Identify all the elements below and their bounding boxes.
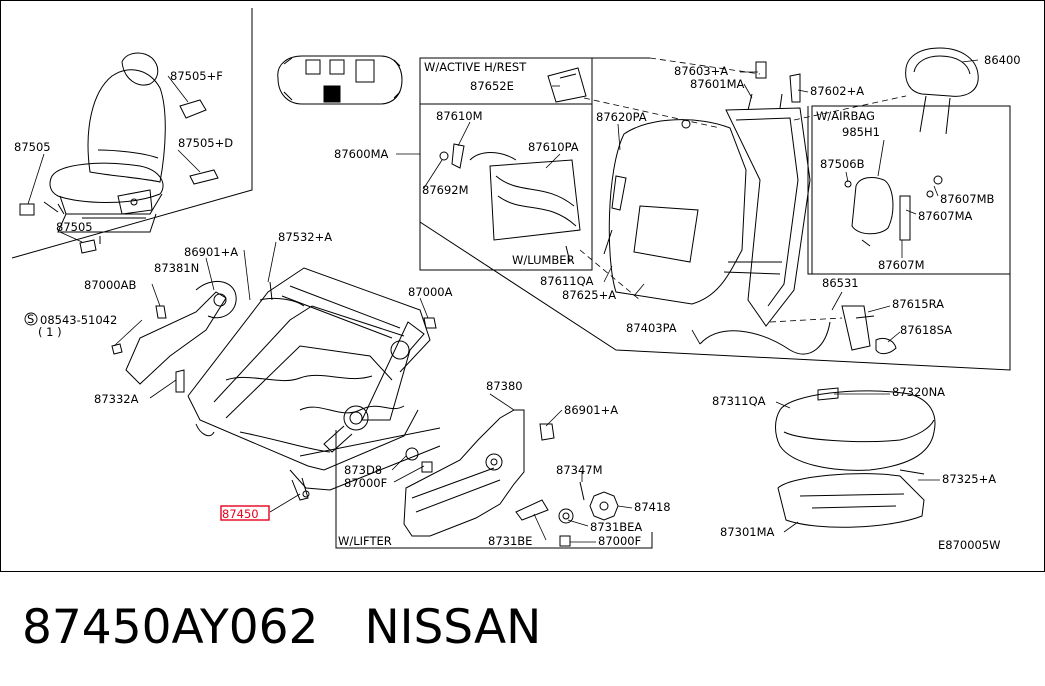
backrest-pad bbox=[603, 119, 747, 305]
label-87601MA: 87601MA bbox=[690, 77, 745, 91]
seat-cushion bbox=[775, 387, 936, 528]
label-873D8: 873D8 bbox=[344, 463, 382, 477]
label-87615RA: 87615RA bbox=[892, 297, 944, 311]
label-quantity: ( 1 ) bbox=[38, 325, 62, 339]
label-87000F-lower: 87000F bbox=[598, 534, 641, 548]
exploded-seat-diagram: 87505+F 87505 87505+D 87505 86901+A 8753… bbox=[0, 0, 1045, 572]
label-87000AB: 87000AB bbox=[84, 278, 136, 292]
label-87610M: 87610M bbox=[436, 109, 483, 123]
label-with-active-headrest: W/ACTIVE H/REST bbox=[424, 60, 527, 74]
part-number: 87450AY062 bbox=[22, 600, 319, 655]
screw-symbol-icon bbox=[24, 312, 38, 326]
vehicle-location-inset bbox=[277, 55, 403, 105]
lifter-side-cover bbox=[403, 409, 619, 547]
guide-lines bbox=[579, 57, 907, 323]
backrest-boxes bbox=[419, 57, 1011, 371]
label-87602A: 87602+A bbox=[810, 84, 864, 98]
label-87347M: 87347M bbox=[556, 463, 603, 477]
label-87000A: 87000A bbox=[408, 285, 453, 299]
label-87692M: 87692M bbox=[422, 183, 469, 197]
label-with-airbag: W/AIRBAG bbox=[816, 109, 875, 123]
brand-name: NISSAN bbox=[364, 600, 542, 655]
label-87332A: 87332A bbox=[94, 392, 139, 406]
label-08543-51042: 08543-51042 bbox=[40, 313, 117, 327]
label-8731BEA: 8731BEA bbox=[590, 520, 642, 534]
label-87607MB: 87607MB bbox=[940, 192, 995, 206]
seat-assembly-inset bbox=[11, 8, 253, 259]
active-headrest-part bbox=[547, 67, 587, 103]
label-87607M: 87607M bbox=[878, 258, 925, 272]
label-with-lifter: W/LIFTER bbox=[338, 534, 392, 548]
label-87505: 87505 bbox=[14, 140, 51, 154]
label-87325A: 87325+A bbox=[942, 472, 996, 486]
label-87620PA: 87620PA bbox=[596, 110, 647, 124]
label-87618SA: 87618SA bbox=[900, 323, 952, 337]
label-with-lumber: W/LUMBER bbox=[512, 253, 575, 267]
label-87652E: 87652E bbox=[470, 79, 514, 93]
label-86901A-right: 86901+A bbox=[564, 403, 618, 417]
label-87403PA: 87403PA bbox=[626, 321, 677, 335]
diagram-border bbox=[0, 0, 1045, 572]
parts-diagram: 87505+F 87505 87505+D 87505 86901+A 8753… bbox=[0, 0, 1045, 572]
screw-s-mark: S bbox=[27, 312, 34, 326]
label-87301MA: 87301MA bbox=[720, 525, 775, 539]
label-87607MA: 87607MA bbox=[918, 209, 973, 223]
label-87600MA: 87600MA bbox=[334, 147, 389, 161]
label-87611QA: 87611QA bbox=[540, 274, 594, 288]
label-87603A: 87603+A bbox=[674, 64, 728, 78]
part-caption: 87450AY062 NISSAN bbox=[22, 596, 541, 666]
label-87506B: 87506B bbox=[820, 157, 865, 171]
label-87625A: 87625+A bbox=[562, 288, 616, 302]
label-87532A: 87532+A bbox=[278, 230, 332, 244]
backrest-frame bbox=[723, 61, 811, 327]
diagram-code: E870005W bbox=[938, 538, 1001, 552]
label-87505D: 87505+D bbox=[178, 136, 233, 150]
label-87505-lower: 87505 bbox=[56, 220, 93, 234]
seat-frame-assembly bbox=[111, 267, 441, 501]
label-86400: 86400 bbox=[984, 53, 1021, 67]
label-87311QA: 87311QA bbox=[712, 394, 766, 408]
label-87610PA: 87610PA bbox=[528, 140, 579, 154]
leader-lines bbox=[27, 59, 979, 543]
label-87418: 87418 bbox=[634, 500, 671, 514]
label-8731BE: 8731BE bbox=[488, 534, 532, 548]
label-86901A-left: 86901+A bbox=[184, 245, 238, 259]
highlight-box bbox=[220, 505, 270, 521]
part-labels: 87505+F 87505 87505+D 87505 86901+A 8753… bbox=[14, 53, 1021, 552]
headrest bbox=[905, 47, 979, 135]
label-87450-highlighted[interactable]: 87450 bbox=[222, 507, 259, 521]
label-87381N: 87381N bbox=[154, 261, 199, 275]
lumber-mechanism bbox=[439, 143, 581, 263]
lifter-bracket bbox=[335, 430, 653, 549]
label-87000F-upper: 87000F bbox=[344, 476, 387, 490]
release-cable bbox=[699, 305, 897, 355]
label-87505F: 87505+F bbox=[170, 69, 223, 83]
label-86531: 86531 bbox=[822, 276, 859, 290]
label-985H1: 985H1 bbox=[842, 125, 880, 139]
label-87380: 87380 bbox=[486, 379, 523, 393]
label-87320NA: 87320NA bbox=[892, 385, 945, 399]
